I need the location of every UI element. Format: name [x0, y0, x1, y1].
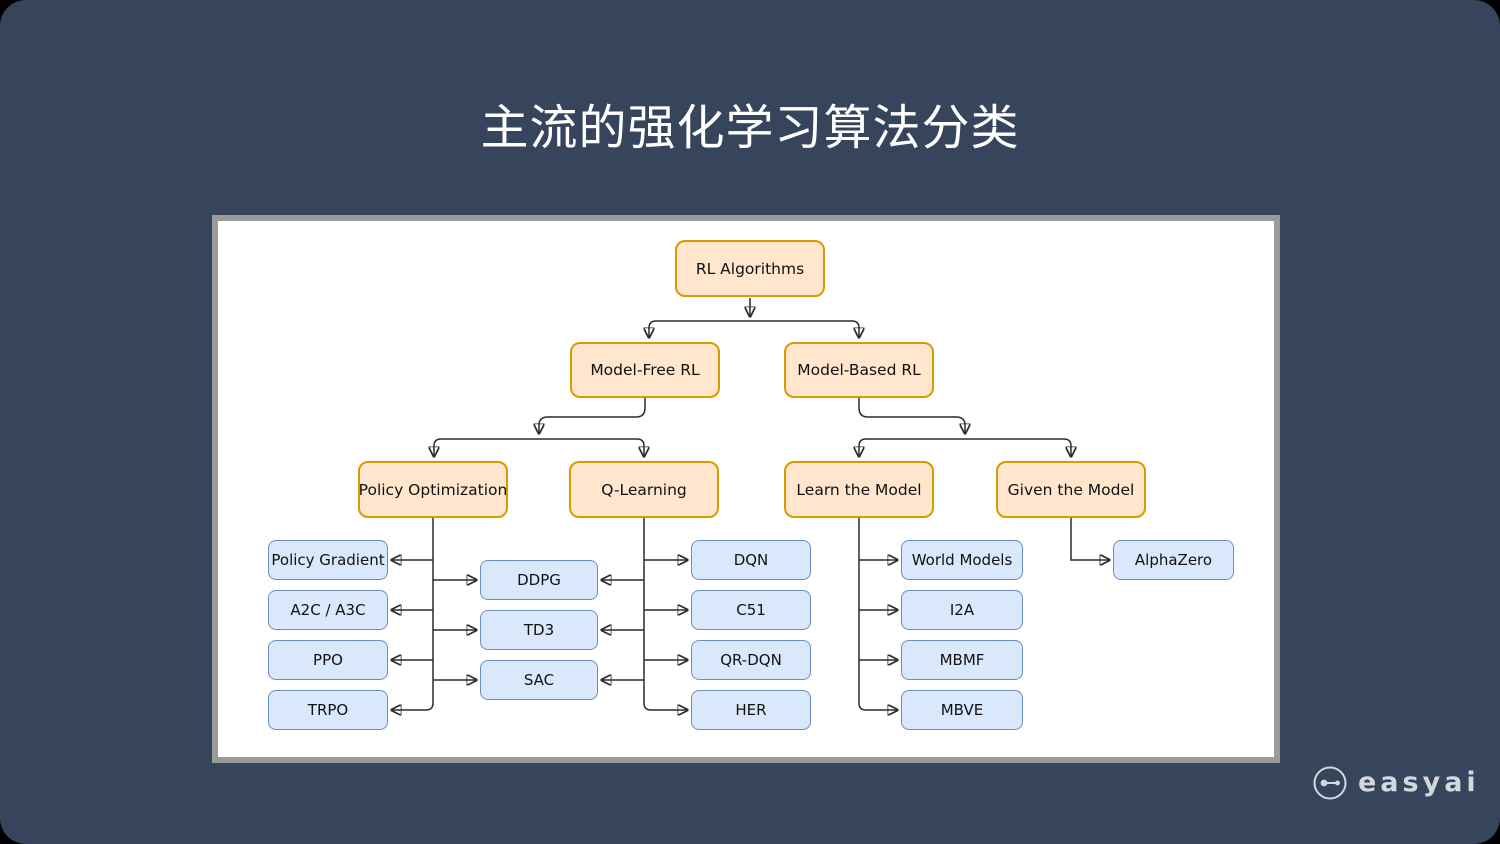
node-sac: SAC — [480, 660, 598, 700]
page-title: 主流的强化学习算法分类 — [480, 100, 1020, 156]
node-dqn: DQN — [691, 540, 811, 580]
easyai-robot-eyes-icon — [1313, 766, 1347, 800]
node-ppo: PPO — [268, 640, 388, 680]
node-alphazero: AlphaZero — [1113, 540, 1234, 580]
node-rl-algorithms: RL Algorithms — [675, 240, 825, 297]
node-mbmf: MBMF — [901, 640, 1023, 680]
node-qr-dqn: QR-DQN — [691, 640, 811, 680]
node-i2a: I2A — [901, 590, 1023, 630]
node-trpo: TRPO — [268, 690, 388, 730]
node-ddpg: DDPG — [480, 560, 598, 600]
node-policy-optimization: Policy Optimization — [358, 461, 508, 518]
node-q-learning: Q-Learning — [569, 461, 719, 518]
node-learn-the-model: Learn the Model — [784, 461, 934, 518]
node-a2c-a3c: A2C / A3C — [268, 590, 388, 630]
node-td3: TD3 — [480, 610, 598, 650]
easyai-logo-text: easyai — [1358, 767, 1480, 798]
node-c51: C51 — [691, 590, 811, 630]
easyai-logo: easyai — [1313, 765, 1480, 801]
node-mbve: MBVE — [901, 690, 1023, 730]
node-given-the-model: Given the Model — [996, 461, 1146, 518]
node-model-free-rl: Model-Free RL — [570, 342, 720, 398]
node-world-models: World Models — [901, 540, 1023, 580]
node-model-based-rl: Model-Based RL — [784, 342, 934, 398]
node-policy-gradient: Policy Gradient — [268, 540, 388, 580]
node-her: HER — [691, 690, 811, 730]
